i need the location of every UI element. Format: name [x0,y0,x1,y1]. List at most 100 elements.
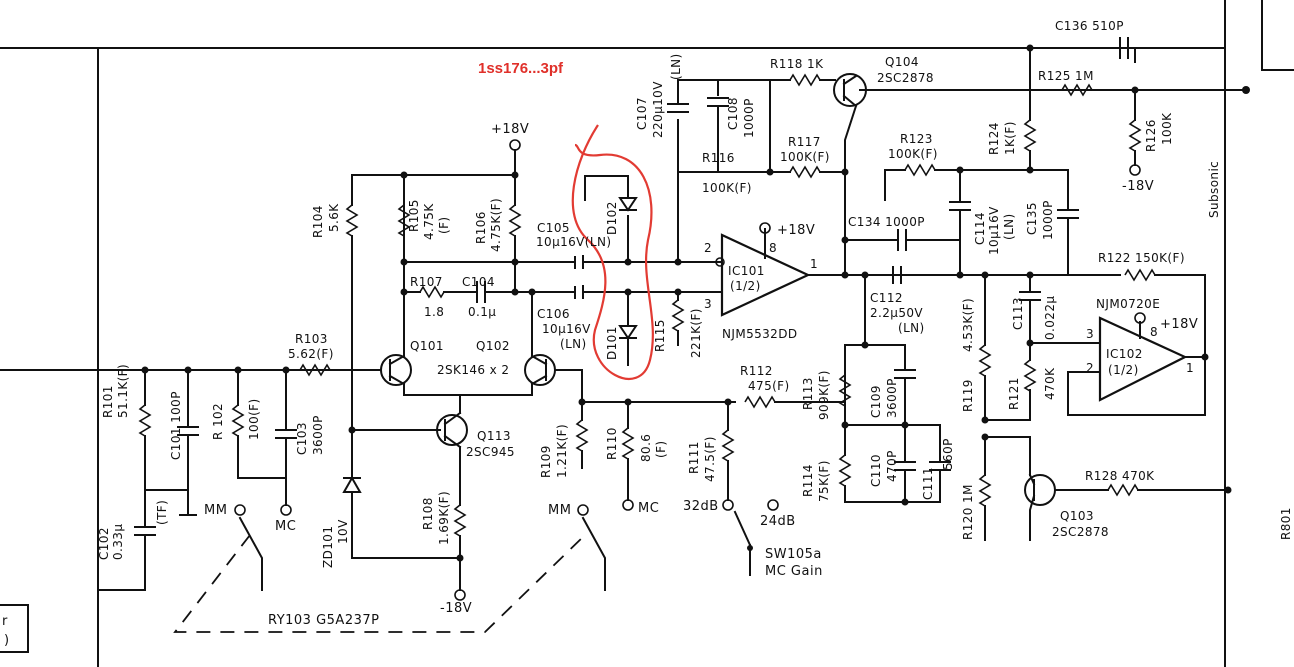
d101-label: D101 [605,326,619,360]
q-pair-type: 2SK146 x 2 [437,363,509,377]
r123-value: 100K(F) [888,147,938,161]
r102-label: R 102 [211,403,225,440]
ic101-pin1: 1 [810,257,818,271]
c103-value: 3600P [311,415,325,455]
c111-label: C111 [921,467,935,500]
c135-value: 1000P [1041,200,1055,240]
r108-value: 1.69K(F) [437,491,451,545]
r114-value: 75K(F) [817,460,831,502]
r108-label: R108 [421,497,435,530]
q113-type: 2SC945 [466,445,515,459]
c112-tol: (LN) [898,321,925,335]
r112-label: R112 [740,364,773,378]
input-coupling [574,175,721,366]
r124-value: 1K(F) [1003,121,1017,155]
r109-value: 1.21K(F) [555,424,569,478]
r112-value: 475(F) [748,379,790,393]
r111-label: R111 [687,441,701,474]
c106-label: C106 [537,307,570,321]
c102-label: C102 [97,527,111,560]
c104-label: C104 [462,275,495,289]
r110-value: 80.6 [639,434,653,462]
c103-label: C103 [295,422,309,455]
r110-tol: (F) [654,441,668,458]
q104-type: 2SC2878 [877,71,934,85]
c109-value: 3600P [885,378,899,418]
c105-label: C105 [537,221,570,235]
r123-label: R123 [900,132,933,146]
gain-24db-label: 24dB [760,514,796,529]
r121-value: 470K [1043,367,1057,400]
c109-label: C109 [869,385,883,418]
c112-value: 2.2µ50V [870,306,923,320]
ic101-pin8: 8 [769,241,777,255]
r120-label: R120 1M [961,484,975,540]
zd101-value: 10V [336,519,350,544]
left-box-text-top: r [2,614,8,629]
r101-value: 51.1K(F) [116,364,130,418]
r124-label: R124 [987,122,1001,155]
c114-label: C114 [973,212,987,245]
relay-switches [173,504,606,633]
input-section [0,363,381,591]
r117-label: R117 [788,135,821,149]
c106-value: 10µ16V [542,322,591,336]
ic101-half: (1/2) [730,279,761,293]
mm-left-label: MM [204,503,227,518]
r105-value: 4.75K [422,203,436,240]
r106-label: R106 [474,211,488,244]
q103-type: 2SC2878 [1052,525,1109,539]
r105-label: R105 [407,199,421,232]
r121-label: R121 [1007,377,1021,410]
c136-label: C136 510P [1055,19,1124,33]
r101-label: R101 [101,385,115,418]
c113-label: C113 [1011,297,1025,330]
r128-label: R128 470K [1085,469,1155,483]
r110-label: R110 [605,427,619,460]
rail-minus18-right: -18V [1122,179,1154,194]
current-source [342,394,468,601]
r106-value: 4.75K(F) [489,198,503,252]
sw105a-label: SW105a [765,547,822,562]
r126-label: R126 [1144,119,1158,152]
upper-bias-network [345,139,576,434]
r107-label: R107 [410,275,443,289]
r119-value: 4.53K(F) [961,298,975,352]
sw105a-function: MC Gain [765,564,823,579]
mm-right-label: MM [548,503,571,518]
relay-label: RY103 G5A237P [268,613,379,628]
c107-value: 220µ10V [651,81,665,138]
c112-label: C112 [870,291,903,305]
ic102-pin3: 3 [1086,327,1094,341]
r104-value: 5.6K [327,203,341,232]
r114-label: R114 [801,464,815,497]
q103-label: Q103 [1060,509,1094,523]
q102-label: Q102 [476,339,510,353]
q113-label: Q113 [477,429,511,443]
c104-value: 0.1µ [468,305,496,319]
c107-label: C107 [635,97,649,130]
ic101-pin2: 2 [704,241,712,255]
c113-value: 0.022µ [1043,296,1057,340]
r115-value: 221K(F) [689,308,703,358]
c135-label: C135 [1025,202,1039,235]
r104-label: R104 [311,205,325,238]
annotation-note: 1ss176...3pf [478,60,564,77]
q101-label: Q101 [410,339,444,353]
r107-value: 1.8 [424,305,444,319]
c108-value: 1000P [742,98,756,138]
r122-label: R122 150K(F) [1098,251,1185,265]
ic102-supply: +18V [1160,317,1198,332]
ic102-label: IC102 [1106,347,1143,361]
ic101-type: NJM5532DD [722,327,798,341]
r109-label: R109 [539,445,553,478]
r103-label: R103 [295,332,328,346]
r113-value: 909K(F) [817,370,831,420]
r116-value: 100K(F) [702,181,752,195]
red-annotation: 1ss176...3pf [478,60,654,380]
c114-value: 10µ16V [987,206,1001,255]
r117-value: 100K(F) [780,150,830,164]
c108-label: C108 [726,97,740,130]
c107-tol: (LN) [669,53,683,80]
